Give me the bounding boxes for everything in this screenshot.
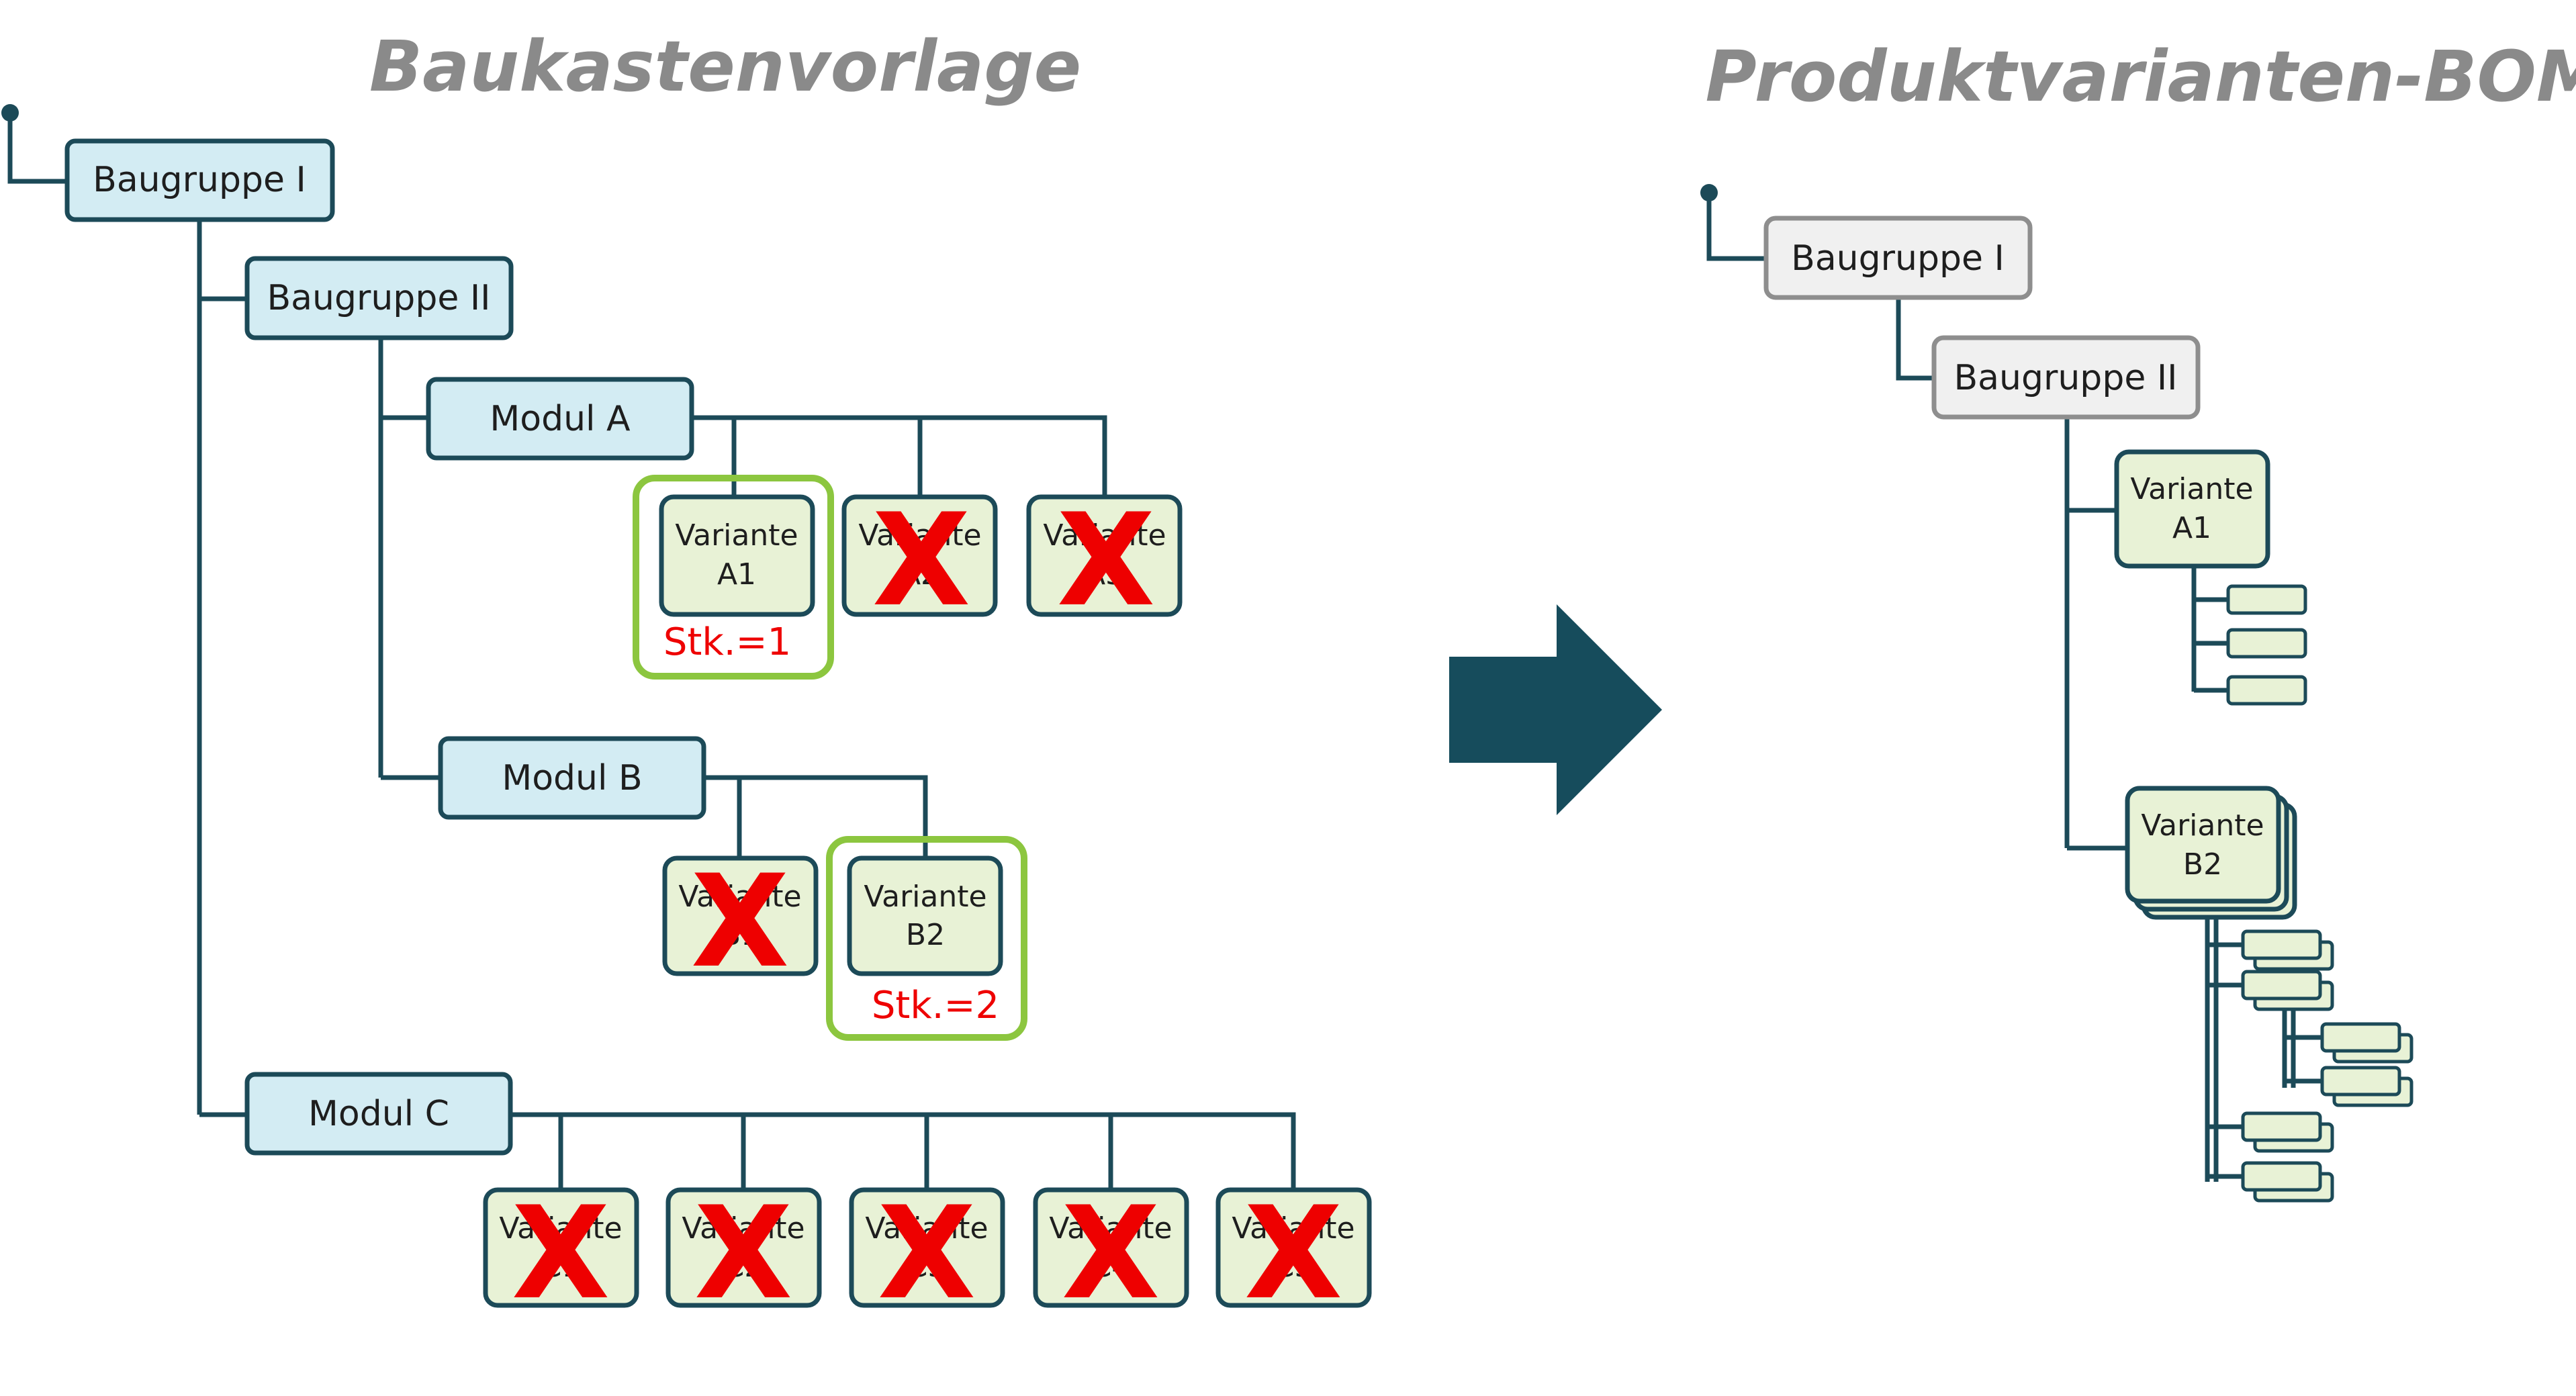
variant-c4-code: C4 — [1091, 1250, 1131, 1284]
child-part — [2241, 970, 2322, 1001]
left-baugruppe-2-label: Baugruppe II — [267, 278, 490, 318]
variant-c1-code: C1 — [541, 1250, 581, 1284]
right-variant-b2-code: B2 — [2183, 847, 2222, 882]
variant-b2-word: Variante — [864, 880, 986, 914]
variant-a2-word: Variante — [858, 518, 981, 553]
child-part — [2241, 1161, 2322, 1192]
child-part — [2241, 1111, 2322, 1142]
variant-b2-code: B2 — [906, 918, 945, 952]
variant-c5-excluded: Variante C5 X — [1215, 1179, 1372, 1328]
title-baukastenvorlage: Baukastenvorlage — [369, 26, 1081, 107]
quantity-a1: Stk.=1 — [663, 620, 791, 664]
title-produktvarianten-bom: Produktvarianten-BOM — [1706, 36, 2576, 118]
right-baugruppe-1-label: Baugruppe I — [1791, 238, 2005, 279]
variant-c2-word: Variante — [682, 1211, 804, 1246]
excluded-x-icon: X — [1062, 1179, 1160, 1328]
variant-a3-excluded: Variante A3 X — [1026, 486, 1183, 635]
transform-arrow-icon — [1449, 604, 1662, 815]
right-node-variant-b2-stack: Variante B2 — [2125, 786, 2297, 920]
left-baugruppe-1-label: Baugruppe I — [93, 160, 306, 200]
variant-c5-word: Variante — [1232, 1211, 1354, 1246]
variant-b2-selected: Variante B2 Stk.=2 — [826, 836, 1027, 1041]
child-part — [2241, 929, 2322, 960]
excluded-x-icon: X — [512, 1179, 610, 1328]
variant-c1-excluded: Variante C1 X — [483, 1179, 639, 1328]
child-part — [2320, 1022, 2401, 1053]
b2-child-parts — [2241, 929, 2413, 1203]
variant-a1-word: Variante — [675, 518, 798, 553]
left-tree-connectors — [1, 104, 1296, 1190]
left-node-baugruppe-1: Baugruppe I — [64, 138, 335, 222]
quantity-b2: Stk.=2 — [872, 984, 999, 1027]
left-root-connector — [7, 113, 67, 184]
variant-a3-code: A3 — [1085, 557, 1124, 592]
variant-b1-code: B1 — [721, 918, 760, 952]
excluded-x-icon: X — [872, 486, 971, 635]
variant-a1-code: A1 — [717, 557, 756, 592]
variant-c3-code: C3 — [907, 1250, 947, 1284]
child-part — [2320, 1066, 2401, 1097]
excluded-x-icon: X — [1244, 1179, 1343, 1328]
variant-a3-word: Variante — [1043, 518, 1166, 553]
variant-c2-code: C2 — [724, 1250, 764, 1284]
excluded-x-icon: X — [691, 847, 790, 996]
right-tree-connectors — [1700, 184, 2322, 1182]
variant-c4-excluded: Variante C4 X — [1033, 1179, 1189, 1328]
right-variant-a1-word: Variante — [2130, 472, 2253, 506]
variant-c4-word: Variante — [1049, 1211, 1172, 1246]
selection-highlight-b2 — [826, 836, 1027, 1041]
modul-c-label: Modul C — [308, 1094, 449, 1134]
excluded-x-icon: X — [694, 1179, 793, 1328]
variant-a2-code: A2 — [901, 557, 939, 592]
right-variant-a1-code: A1 — [2172, 511, 2211, 545]
variant-b1-excluded: Variante B1 X — [662, 847, 819, 996]
variant-c2-excluded: Variante C2 X — [665, 1179, 822, 1328]
variant-b1-word: Variante — [678, 880, 801, 914]
child-part — [2226, 628, 2307, 659]
a1-child-parts — [2226, 584, 2307, 706]
modul-b-label: Modul B — [502, 758, 642, 798]
variant-a1-selected: Variante A1 Stk.=1 — [633, 475, 834, 680]
excluded-x-icon: X — [1057, 486, 1156, 635]
variant-c3-excluded: Variante C3 X — [849, 1179, 1005, 1328]
left-node-baugruppe-2: Baugruppe II — [244, 256, 514, 340]
left-node-modul-b: Modul B — [438, 736, 706, 820]
excluded-x-icon: X — [878, 1179, 976, 1328]
right-variant-b2-word: Variante — [2141, 808, 2264, 843]
selection-highlight-a1 — [633, 475, 834, 680]
left-node-modul-a: Modul A — [426, 377, 694, 461]
left-node-modul-c: Modul C — [244, 1072, 513, 1156]
child-part — [2226, 584, 2307, 615]
right-baugruppe-2-label: Baugruppe II — [1953, 358, 2177, 398]
child-part — [2226, 675, 2307, 706]
modul-a-label: Modul A — [490, 399, 631, 439]
variant-a2-excluded: Variante A2 X — [841, 486, 998, 635]
variant-c1-word: Variante — [499, 1211, 622, 1246]
right-node-baugruppe-1: Baugruppe I — [1763, 216, 2033, 300]
variant-c5-code: C5 — [1274, 1250, 1314, 1284]
right-node-variant-a1: Variante A1 — [2114, 449, 2270, 569]
right-node-baugruppe-2: Baugruppe II — [1931, 335, 2201, 420]
variant-c3-word: Variante — [865, 1211, 988, 1246]
